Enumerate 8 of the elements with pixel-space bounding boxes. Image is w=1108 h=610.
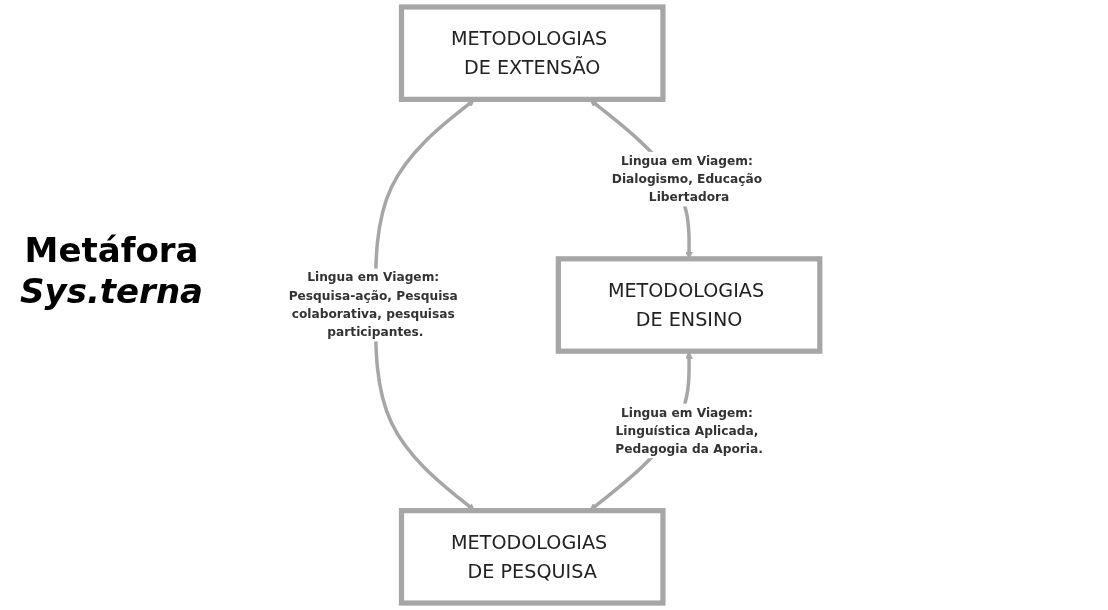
node-box: METODOLOGIAS DE EXTENSÃO — [398, 4, 666, 102]
edge-label: Lingua em Viagem: Linguística Aplicada, Pedagogia da Aporia. — [615, 405, 763, 456]
edge-label: Lingua em Viagem: Pesquisa-ação, Pesquisa colaborativa, pesquisas participantes. — [288, 270, 458, 339]
node-box: METODOLOGIAS DE ENSINO — [555, 256, 823, 354]
node-box: METODOLOGIAS DE PESQUISA — [398, 508, 666, 606]
center-title: Metáfora — [24, 230, 199, 271]
center-title: Sys.terna — [20, 270, 204, 312]
edge-label: Lingua em Viagem: Dialogismo, Educação Libertadora — [611, 153, 763, 204]
